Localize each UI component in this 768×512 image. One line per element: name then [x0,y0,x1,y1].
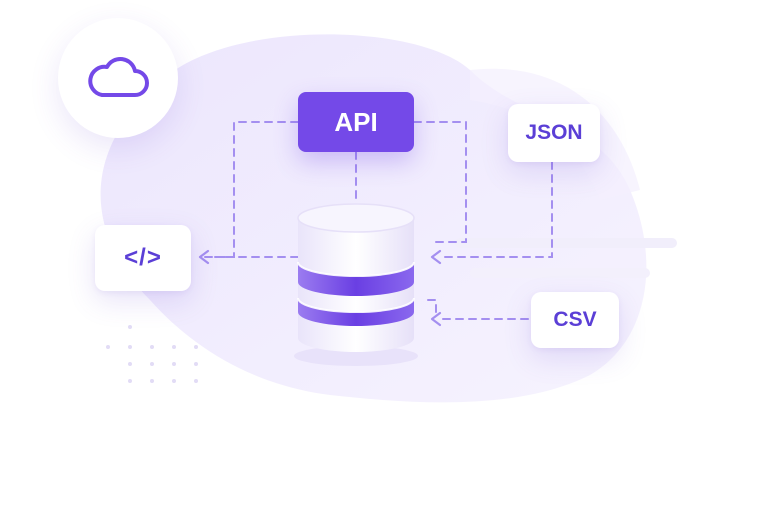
json-label: JSON [525,121,583,144]
api-label: API [334,106,378,137]
code-icon: </> [124,244,162,271]
dot-grid [106,325,198,383]
cloud-icon [88,56,149,97]
api-node: API [298,92,414,152]
csv-label: CSV [553,308,597,331]
code-node: </> [95,225,191,291]
speed-line [455,238,677,248]
speed-line [470,268,650,278]
cloud-badge [58,18,178,138]
csv-node: CSV [531,292,619,348]
json-node: JSON [508,104,600,162]
